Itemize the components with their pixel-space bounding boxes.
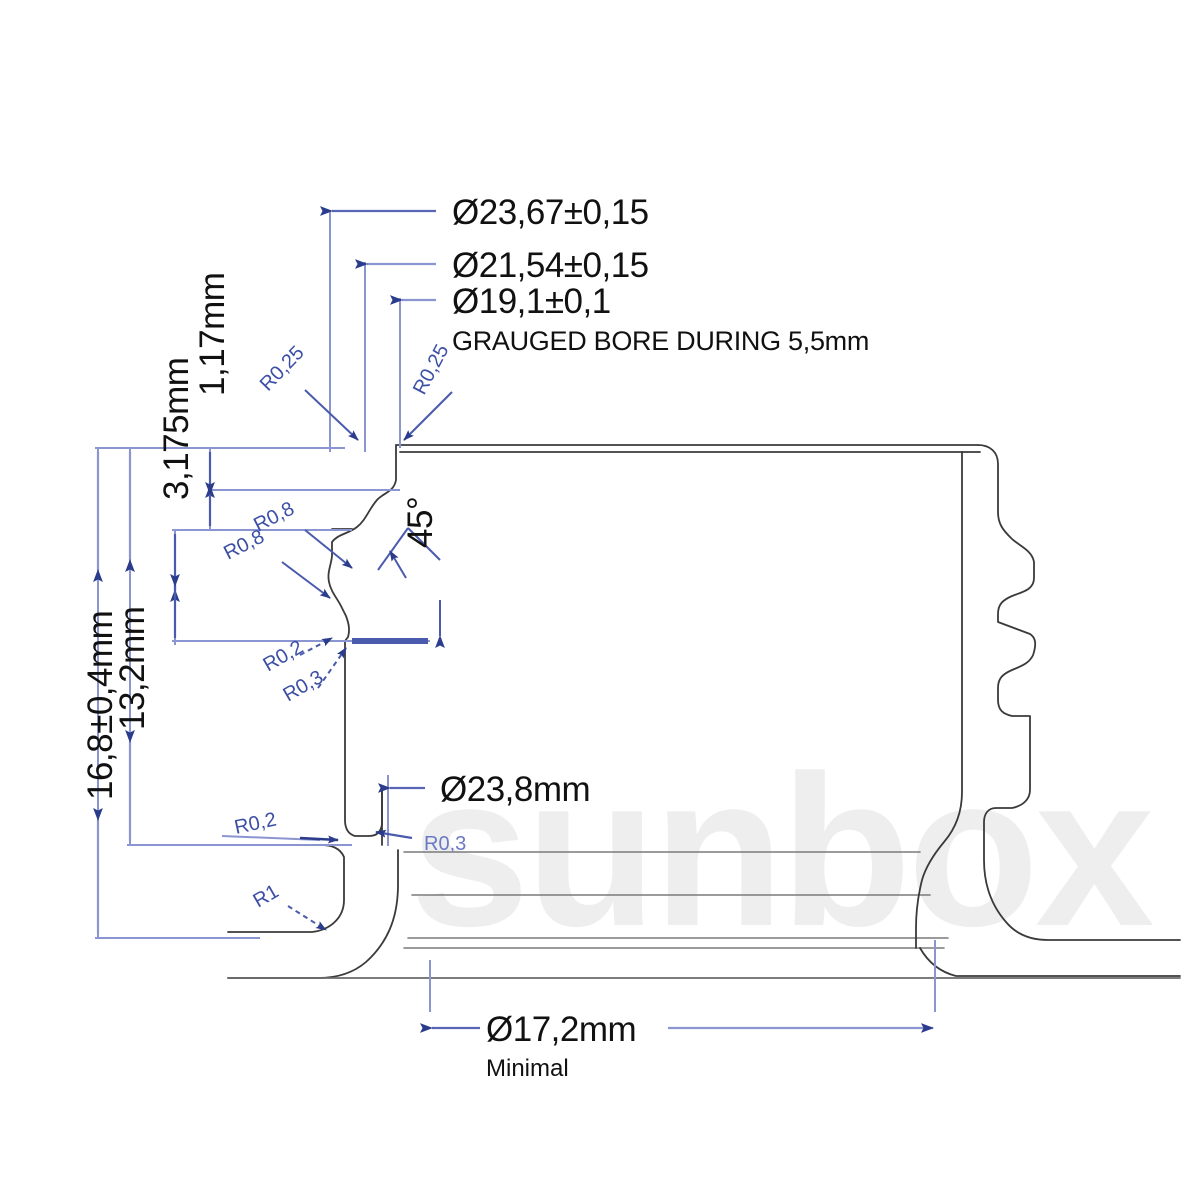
dim-d1: Ø23,67±0,15: [320, 193, 649, 232]
dim-d3-label: Ø19,1±0,1: [452, 282, 611, 321]
dim-d1-label: Ø23,67±0,15: [452, 193, 649, 232]
callout-r1-label: R0,25: [256, 342, 309, 396]
callout-r8: R0,3: [375, 829, 466, 855]
callout-r4-label: R0,8: [220, 526, 268, 565]
dim-v1-label: 16,8±0,4mm: [81, 611, 120, 800]
dim-v4-label: 1,17mm: [193, 273, 232, 396]
dim-angle-label: 45°: [401, 497, 440, 548]
dim-d4: Ø23,8mm: [378, 770, 591, 809]
base-fillet-right: [919, 947, 1181, 977]
callout-r7: R0,2: [221, 809, 339, 844]
left-neck-profile: [344, 640, 383, 837]
dim-d5-label: Ø17,2mm: [486, 1010, 636, 1049]
callout-r3: R0,8: [250, 498, 353, 569]
watermark-text: sunbox: [410, 730, 1153, 971]
dim-v3-label: 3,175mm: [157, 358, 196, 500]
callout-r1: R0,25: [256, 342, 359, 441]
right-rib-profile: [977, 444, 1181, 941]
dim-v4: 1,17mm: [193, 273, 232, 526]
callout-r6-label: R0,3: [280, 666, 328, 706]
dim-v2-label: 13,2mm: [113, 607, 152, 730]
left-bore-profile: [327, 444, 397, 642]
callout-r7-label: R0,2: [232, 809, 278, 839]
callout-r5: R0,2: [260, 636, 333, 676]
dim-d2-label: Ø21,54±0,15: [452, 246, 649, 285]
dim-d2: Ø21,54±0,15: [355, 246, 649, 285]
callout-r2: R0,25: [403, 341, 453, 441]
callout-r2-label: R0,25: [409, 341, 453, 398]
callout-r9: R1: [250, 880, 327, 931]
dim-d5: Ø17,2mm Minimal: [420, 1010, 934, 1082]
dim-d4-label: Ø23,8mm: [440, 770, 590, 809]
dim-v1: 16,8±0,4mm: [81, 452, 120, 934]
callout-r8-label: R0,3: [424, 833, 466, 855]
interior-lines: [403, 851, 949, 949]
callout-r5-label: R0,2: [260, 636, 308, 676]
bore-note: GRAUGED BORE DURING 5,5mm: [452, 326, 869, 356]
dim-d5-sublabel: Minimal: [486, 1055, 569, 1082]
dim-v3: 3,175mm: [157, 358, 196, 638]
callout-r9-label: R1: [250, 880, 283, 912]
dim-angle: 45°: [377, 497, 445, 648]
dim-v2: 13,2mm: [113, 452, 152, 841]
right-inner-wall: [915, 451, 963, 949]
dim-d3: Ø19,1±0,1: [390, 282, 611, 321]
